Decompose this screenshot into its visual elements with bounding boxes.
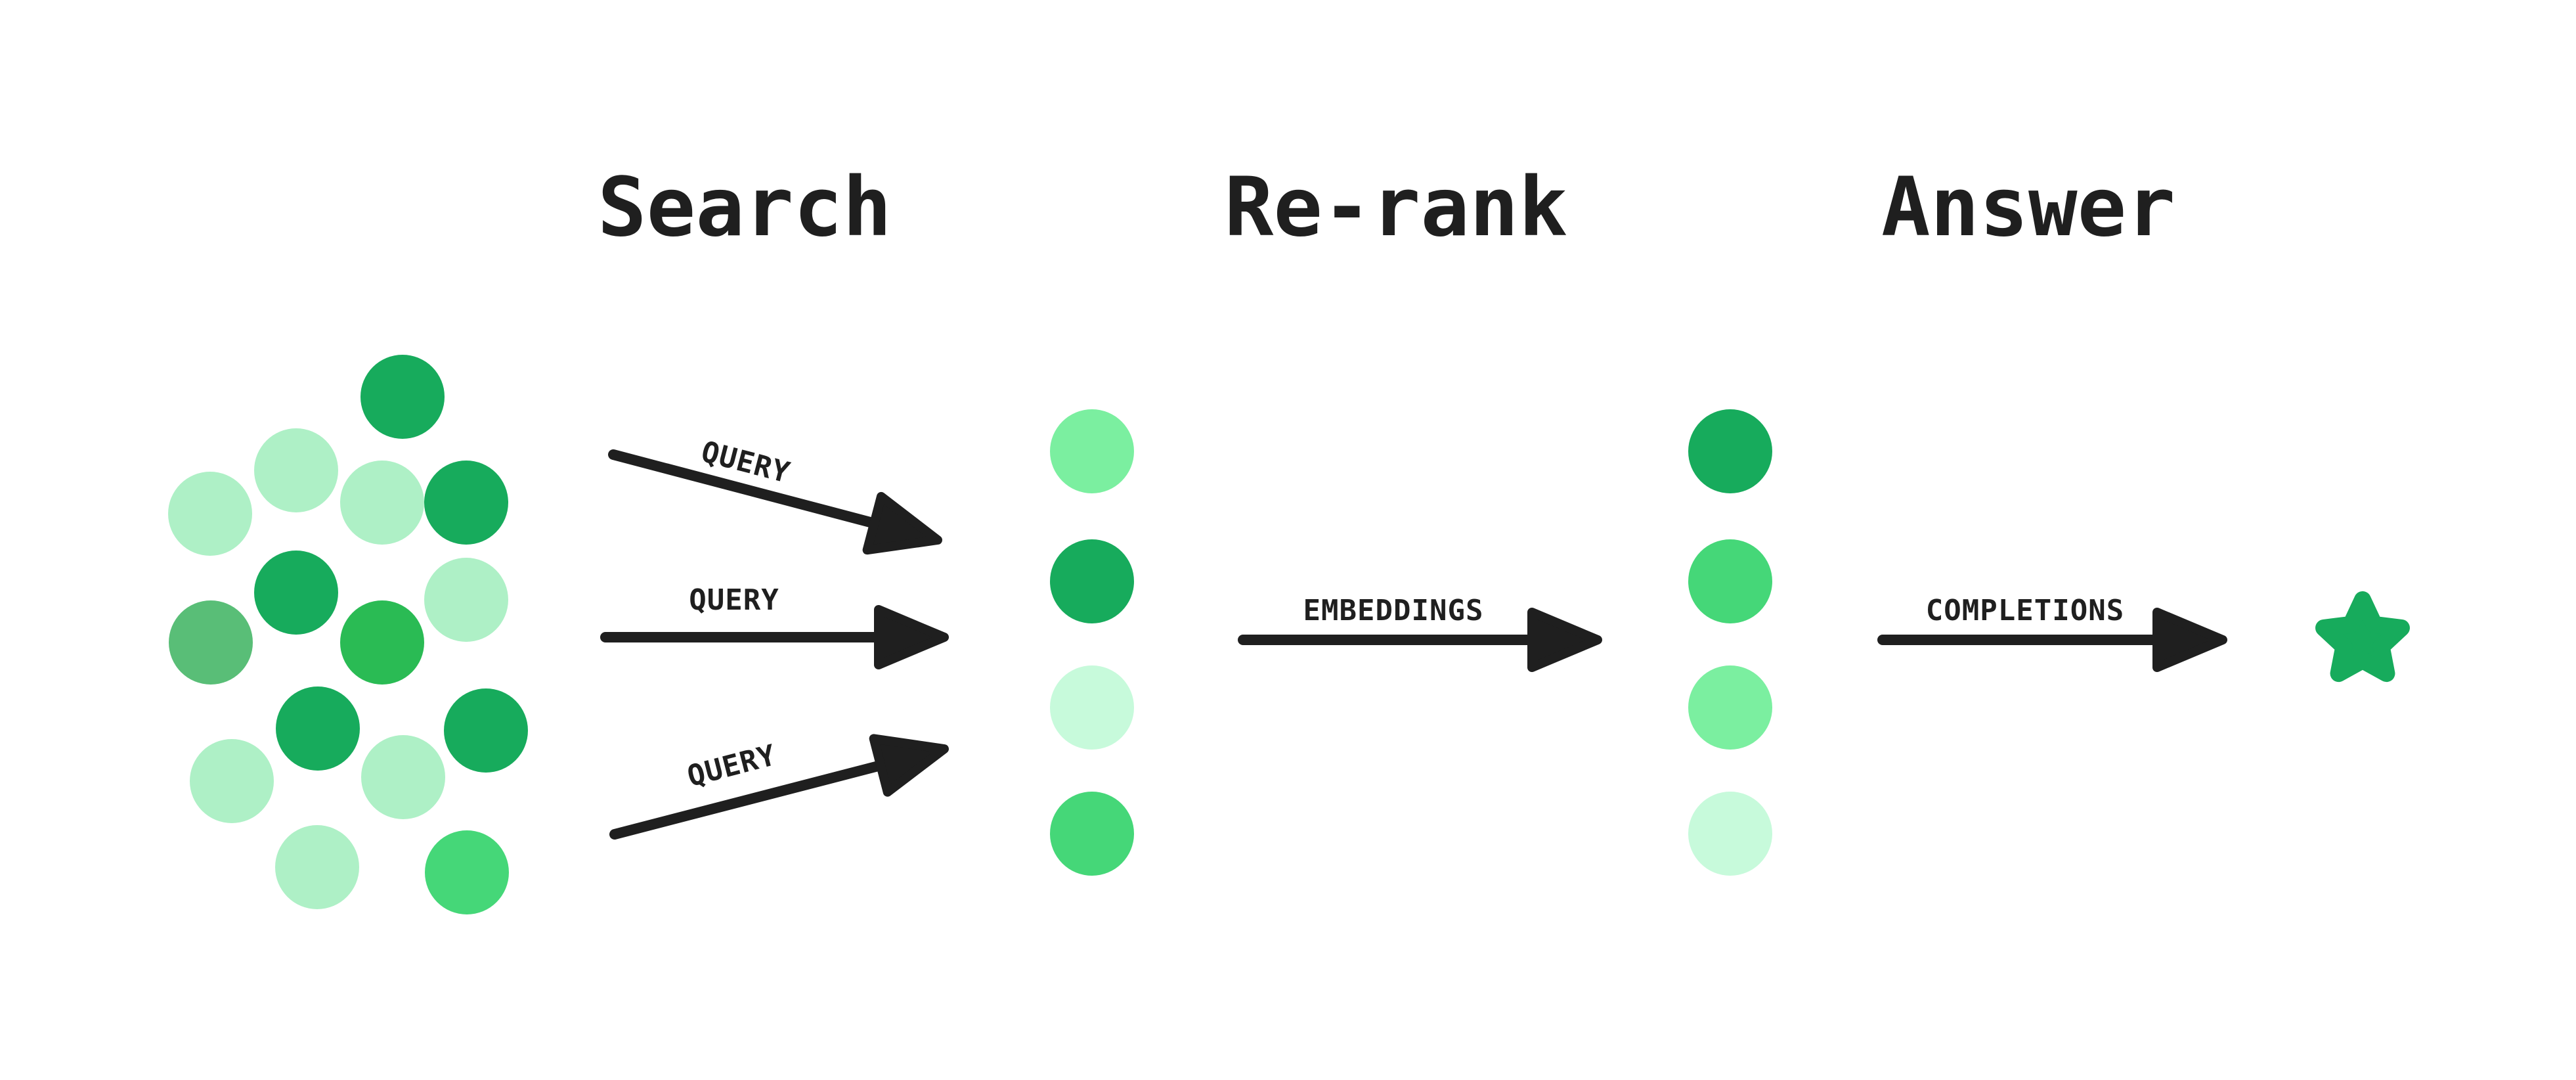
reranked-result-dot [1688,539,1772,623]
ranked-result-dot [1050,409,1134,493]
embeddings-arrow [1238,608,1602,672]
reranked-result-dot [1688,792,1772,876]
document-dot [169,600,253,685]
ranked-result-dot [1050,792,1134,876]
query-arrow-1-head [862,491,942,555]
embeddings-arrow-head [1527,608,1602,672]
document-dot [190,739,274,823]
document-dot [424,558,508,642]
query-arrow-label-2: QUERY [689,583,779,617]
document-cluster [168,355,528,914]
query-arrow-1-shaft [608,449,886,531]
document-dot [276,686,360,771]
completions-arrow-head [2152,608,2227,672]
document-dot [444,688,528,773]
query-arrow-3-shaft [609,758,892,840]
stage-title-answer: Answer [1881,160,2175,255]
document-dot [361,735,445,819]
reranked-results-column [1688,409,1772,876]
document-dot [254,551,338,635]
document-dot [340,461,424,545]
star-shape [2315,591,2410,683]
stage-title-search: Search [598,160,892,255]
document-dot [360,355,445,439]
query-arrow-3-head [869,734,949,797]
answer-star [2315,591,2410,683]
document-dot [425,830,509,914]
document-dot [424,461,508,545]
completions-arrow [1877,608,2227,672]
search-query-arrows [600,449,949,840]
query-arrow-label-3: QUERY [684,738,779,794]
stage-title-rerank: Re-rank [1225,160,1568,255]
document-dot [340,600,424,685]
embeddings-arrow-label: EMBEDDINGS [1303,594,1484,627]
reranked-result-dot [1688,665,1772,750]
ranked-results-column [1050,409,1134,876]
completions-arrow-label: COMPLETIONS [1926,594,2124,627]
document-dot [254,428,338,512]
query-arrow-2-head [874,605,949,669]
ranked-result-dot [1050,539,1134,623]
document-dot [168,472,252,556]
document-dot [275,825,359,909]
ranked-result-dot [1050,665,1134,750]
reranked-result-dot [1688,409,1772,493]
